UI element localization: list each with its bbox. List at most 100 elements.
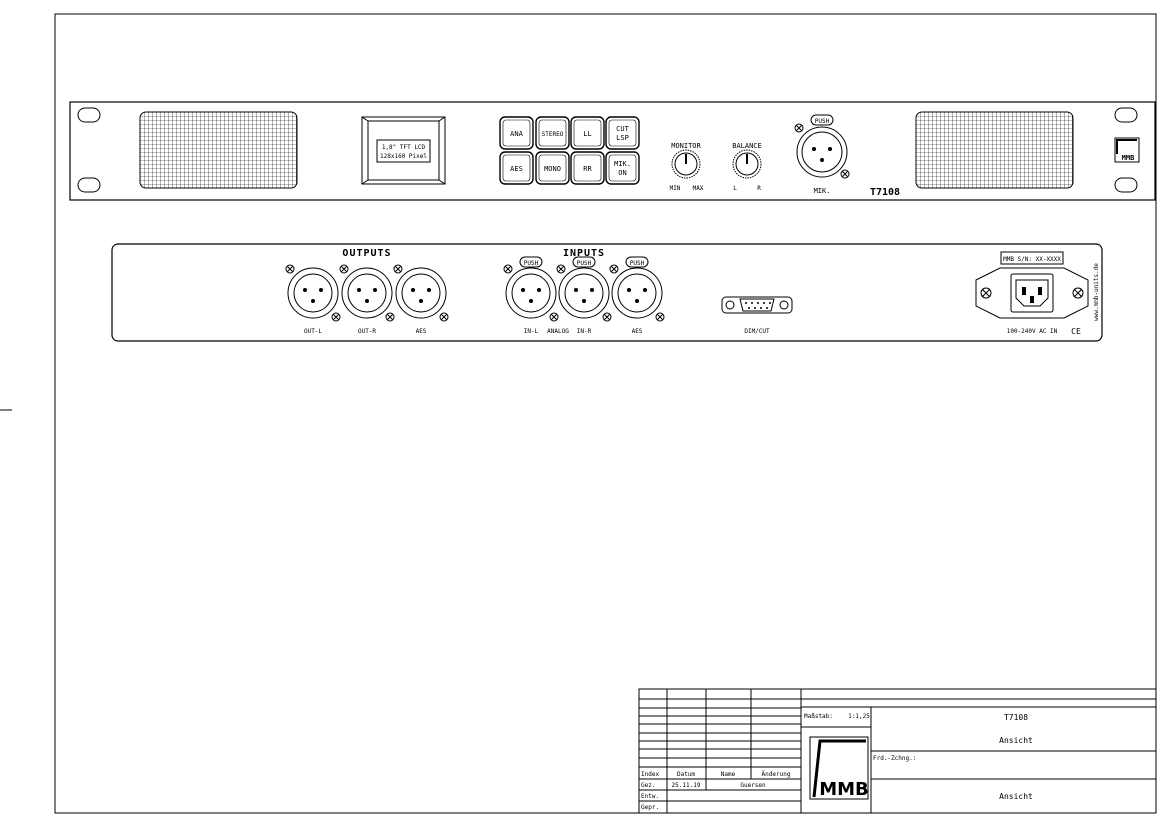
svg-text:MONO: MONO	[544, 165, 561, 173]
svg-text:DIM/CUT: DIM/CUT	[744, 328, 770, 335]
lcd-line-1: 1,8" TFT LCD	[382, 144, 426, 151]
screw-icon	[980, 287, 992, 299]
frd-label: Frd.-Zchng.:	[873, 755, 916, 762]
svg-text:MMB: MMB	[1122, 154, 1135, 162]
screw-icon	[331, 312, 341, 322]
mmb-logo-small: MMB	[1114, 137, 1140, 163]
header-datum: Datum	[677, 771, 695, 778]
row-label-gepr: Gepr.	[641, 804, 659, 811]
power-inlet[interactable]: 100-240V AC IN	[975, 267, 1089, 335]
screw-icon	[556, 264, 566, 274]
screw-icon	[339, 264, 349, 274]
svg-text:MMB S/N: XX-XXXX: MMB S/N: XX-XXXX	[1003, 256, 1061, 263]
button-aes[interactable]: AES	[499, 151, 534, 185]
header-aenderung: Änderung	[762, 771, 791, 778]
massstab-value: 1:1,25	[848, 713, 870, 720]
svg-text:L: L	[733, 185, 737, 192]
screw-icon	[385, 312, 395, 322]
drawing-subtitle: Ansicht	[999, 736, 1033, 745]
svg-text:MAX: MAX	[693, 185, 704, 192]
svg-text:AES: AES	[632, 328, 643, 335]
xlr-out-aes[interactable]: AES	[395, 267, 447, 335]
rack-slot-icon	[1114, 177, 1138, 193]
svg-text:IN-R: IN-R	[577, 328, 592, 335]
balance-label: BALANCE	[732, 142, 762, 150]
title-block	[638, 688, 1157, 814]
header-name: Name	[721, 771, 736, 778]
inputs-title: INPUTS	[563, 248, 605, 259]
model-label: T7108	[870, 187, 900, 198]
monitor-knob[interactable]: MONITOR MIN MAX	[670, 142, 704, 192]
header-index: Index	[641, 771, 659, 778]
screw-icon	[1072, 287, 1084, 299]
front-panel: 1,8" TFT LCD 128x160 Pixel ANA STEREO LL…	[69, 101, 1156, 201]
drawing-border	[54, 13, 1157, 814]
rack-slot-icon	[77, 107, 101, 123]
button-rr[interactable]: RR	[570, 151, 605, 185]
ce-mark: CE	[1071, 327, 1081, 336]
monitor-label: MONITOR	[671, 142, 701, 150]
xlr-in-r[interactable]: PUSH IN-R	[558, 256, 610, 335]
button-ll[interactable]: LL	[570, 116, 605, 150]
xlr-out-r[interactable]: OUT-R	[341, 267, 393, 335]
dim-cut-connector[interactable]: DIM/CUT	[721, 296, 793, 335]
screw-icon	[609, 264, 619, 274]
row-datum-gez: 25.11.19	[672, 782, 701, 789]
svg-text:OUT-R: OUT-R	[358, 328, 376, 335]
xlr-in-aes[interactable]: PUSH AES	[611, 256, 663, 335]
row-label-entw: Entw.	[641, 793, 659, 800]
screw-icon	[549, 312, 559, 322]
serial-plate: MMB S/N: XX-XXXX	[1000, 251, 1064, 265]
svg-text:MIK.: MIK.	[614, 160, 631, 168]
balance-knob[interactable]: BALANCE L R	[732, 142, 762, 192]
button-mono[interactable]: MONO	[535, 151, 570, 185]
button-ana[interactable]: ANA	[499, 116, 534, 150]
speaker-grille-right	[915, 111, 1074, 189]
lcd-display: 1,8" TFT LCD 128x160 Pixel	[361, 116, 446, 185]
website-label: www.mmb-units.de	[1093, 263, 1100, 321]
row-label-gez: Gez.	[641, 782, 655, 789]
svg-text:PUSH: PUSH	[577, 260, 592, 267]
svg-text:CUT: CUT	[616, 125, 629, 133]
rack-slot-icon	[77, 177, 101, 193]
svg-text:ON: ON	[618, 169, 626, 177]
screw-icon	[285, 264, 295, 274]
svg-text:MMB: MMB	[819, 779, 869, 800]
svg-text:LL: LL	[583, 130, 591, 138]
outputs-title: OUTPUTS	[342, 248, 391, 259]
svg-text:LSP: LSP	[616, 134, 629, 142]
svg-text:PUSH: PUSH	[630, 260, 645, 267]
drawing-name: Ansicht	[999, 792, 1033, 801]
lcd-line-2: 128x160 Pixel	[380, 153, 427, 160]
xlr-out-l[interactable]: OUT-L	[287, 267, 339, 335]
front-panel-frame	[69, 101, 1156, 201]
massstab-label: Maßstab:	[804, 713, 833, 720]
svg-text:PUSH: PUSH	[815, 118, 830, 125]
svg-text:IN-L: IN-L	[524, 328, 539, 335]
button-cut-lsp[interactable]: CUT LSP	[605, 116, 640, 150]
title-block-text: Index Datum Name Änderung Gez. 25.11.19 …	[641, 713, 1033, 811]
button-stereo[interactable]: STEREO	[535, 116, 570, 150]
svg-text:OUT-L: OUT-L	[304, 328, 322, 335]
speaker-grille-left	[139, 111, 298, 189]
screw-icon	[439, 312, 449, 322]
screw-icon	[393, 264, 403, 274]
svg-text:STEREO: STEREO	[542, 131, 564, 138]
row-name-gez: Guersen	[740, 782, 766, 789]
svg-text:ANA: ANA	[510, 130, 523, 138]
screw-icon	[503, 264, 513, 274]
xlr-in-l[interactable]: PUSH IN-L	[505, 256, 557, 335]
screw-icon	[655, 312, 665, 322]
mic-xlr-input[interactable]: PUSH MIK.	[796, 114, 848, 195]
svg-text:MIN: MIN	[670, 185, 681, 192]
mmb-logo-large: MMB	[809, 736, 869, 800]
analog-label: ANALOG	[547, 328, 569, 335]
svg-text:R: R	[757, 185, 761, 192]
button-mik-on[interactable]: MIK. ON	[605, 151, 640, 185]
screw-icon	[840, 169, 850, 179]
rear-panel: OUTPUTS INPUTS OUT-L OUT-R AES	[111, 243, 1103, 342]
screw-icon	[602, 312, 612, 322]
rear-panel-frame	[111, 243, 1103, 342]
rack-slot-icon	[1114, 107, 1138, 123]
